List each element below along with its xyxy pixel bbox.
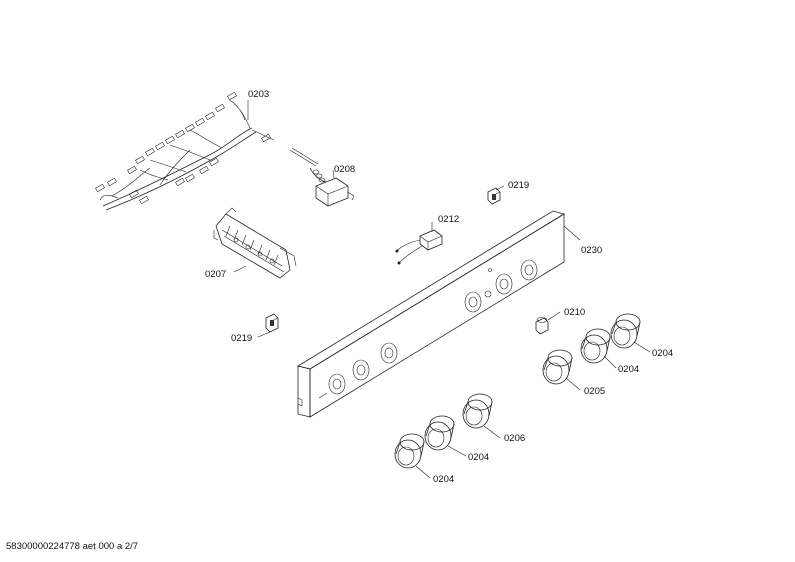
knob-right-top[interactable] <box>610 313 641 349</box>
label-0208: 0208 <box>334 164 355 175</box>
knob-center[interactable] <box>462 393 493 429</box>
label-0205: 0205 <box>584 386 605 397</box>
label-0219-upper: 0219 <box>508 180 529 191</box>
clip-lower[interactable] <box>265 313 279 333</box>
knob-left-low[interactable] <box>394 433 425 469</box>
label-0206: 0206 <box>504 433 525 444</box>
label-0204-left-low: 0204 <box>433 474 454 485</box>
lamp[interactable] <box>535 317 549 335</box>
panel-knob-openings <box>318 259 538 399</box>
label-0204-right-mid: 0204 <box>618 364 639 375</box>
label-0204-right-top: 0204 <box>652 348 673 359</box>
leader-lines <box>233 100 651 479</box>
label-0207: 0207 <box>205 269 226 280</box>
label-0204-left-mid: 0204 <box>468 452 489 463</box>
label-0212: 0212 <box>438 214 459 225</box>
wiring-harness[interactable] <box>95 91 275 211</box>
thermostat[interactable] <box>289 147 355 207</box>
document-code: 58300000224778 aet 000 a 2/7 <box>6 541 139 552</box>
control-panel[interactable] <box>296 210 566 418</box>
part-labels: 0203 0208 0219 0212 0230 0207 0219 0210 … <box>205 89 673 485</box>
knob-right-mid[interactable] <box>580 328 611 364</box>
label-0230: 0230 <box>581 245 602 256</box>
knob-left-mid[interactable] <box>424 415 455 451</box>
switch-block[interactable] <box>395 229 443 265</box>
label-0210: 0210 <box>564 307 585 318</box>
terminal-block[interactable] <box>213 207 297 279</box>
clip-upper[interactable] <box>487 187 501 205</box>
knob-right-low[interactable] <box>542 349 573 385</box>
label-0219-lower: 0219 <box>231 333 252 344</box>
label-0203: 0203 <box>248 89 269 100</box>
